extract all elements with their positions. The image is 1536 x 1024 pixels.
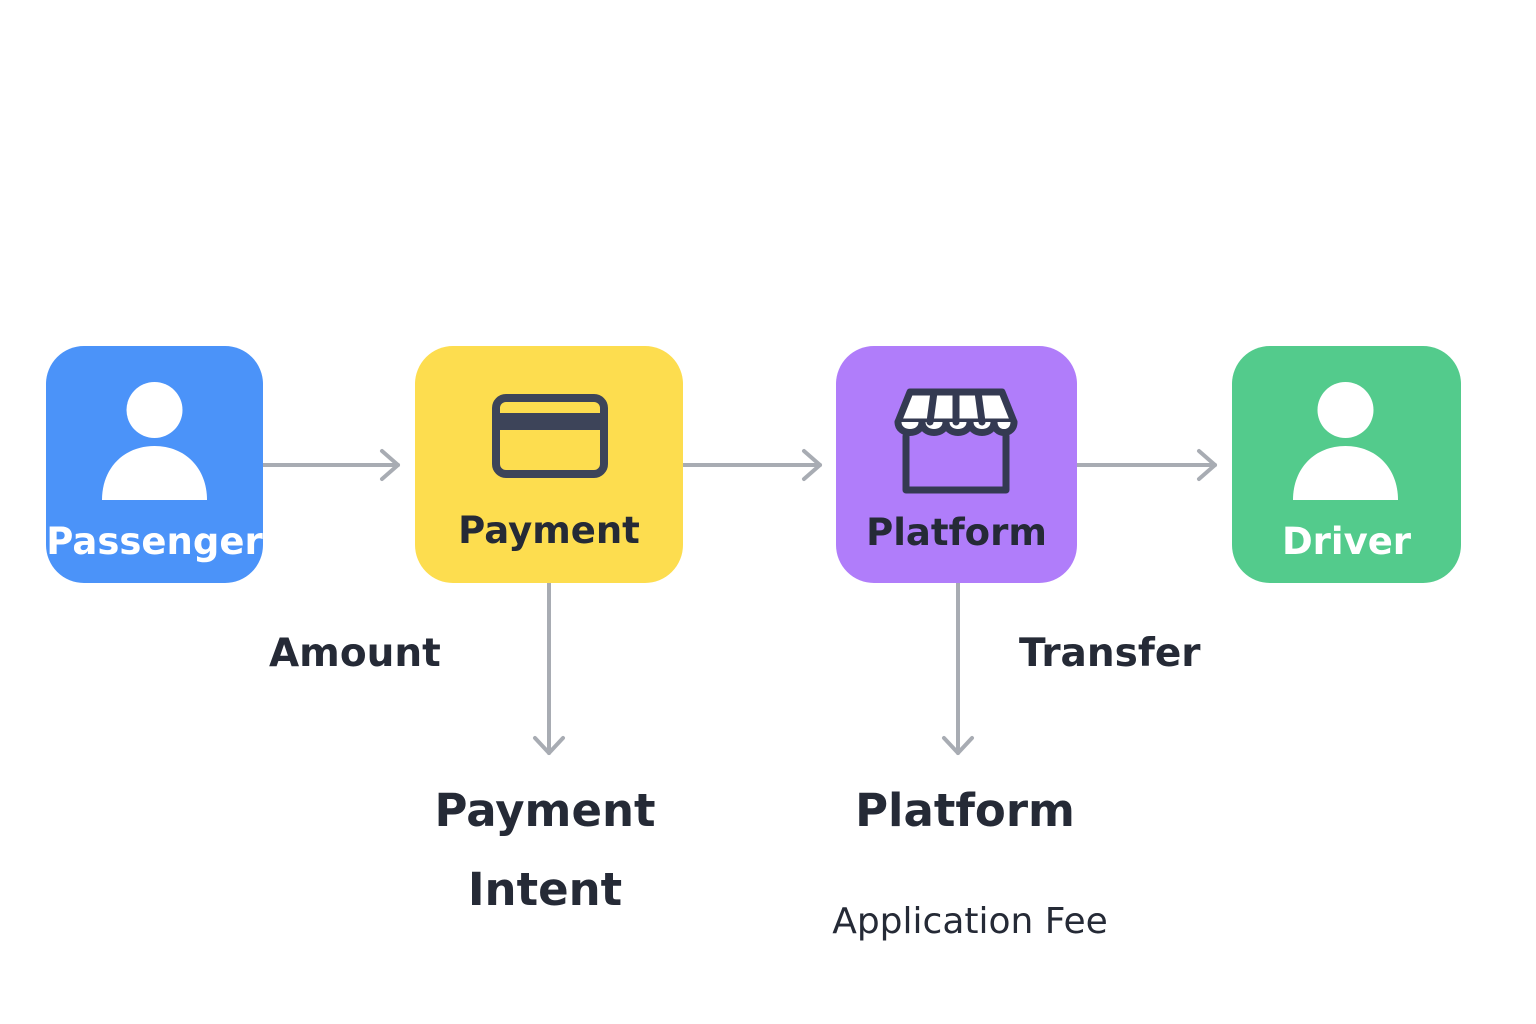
passenger-node[interactable]: Passenger <box>46 346 263 583</box>
storefront-icon <box>894 388 1018 494</box>
payment-label: Payment <box>458 509 640 552</box>
user-icon <box>102 382 207 500</box>
user-icon <box>1293 382 1398 500</box>
arrow-payment-to-platform <box>681 449 822 481</box>
payment-intent-label-line2: Intent <box>467 863 623 916</box>
platform-output-label: Platform <box>855 784 1075 837</box>
payment-intent-label-line1: Payment <box>434 784 656 837</box>
application-fee-label: Application Fee <box>832 901 1108 942</box>
driver-label: Driver <box>1281 520 1412 563</box>
transfer-label: Transfer <box>1019 631 1201 676</box>
amount-label: Amount <box>269 631 441 676</box>
passenger-label: Passenger <box>46 520 263 563</box>
arrow-platform-to-fee <box>942 581 974 755</box>
arrow-passenger-to-payment <box>261 449 400 481</box>
driver-node[interactable]: Driver <box>1232 346 1461 583</box>
platform-node[interactable]: Platform <box>836 346 1077 583</box>
arrow-platform-to-driver <box>1075 449 1217 481</box>
arrow-payment-to-intent <box>533 581 565 755</box>
platform-label: Platform <box>866 511 1047 554</box>
payment-node[interactable]: Payment <box>415 346 683 583</box>
credit-card-icon <box>492 394 608 478</box>
